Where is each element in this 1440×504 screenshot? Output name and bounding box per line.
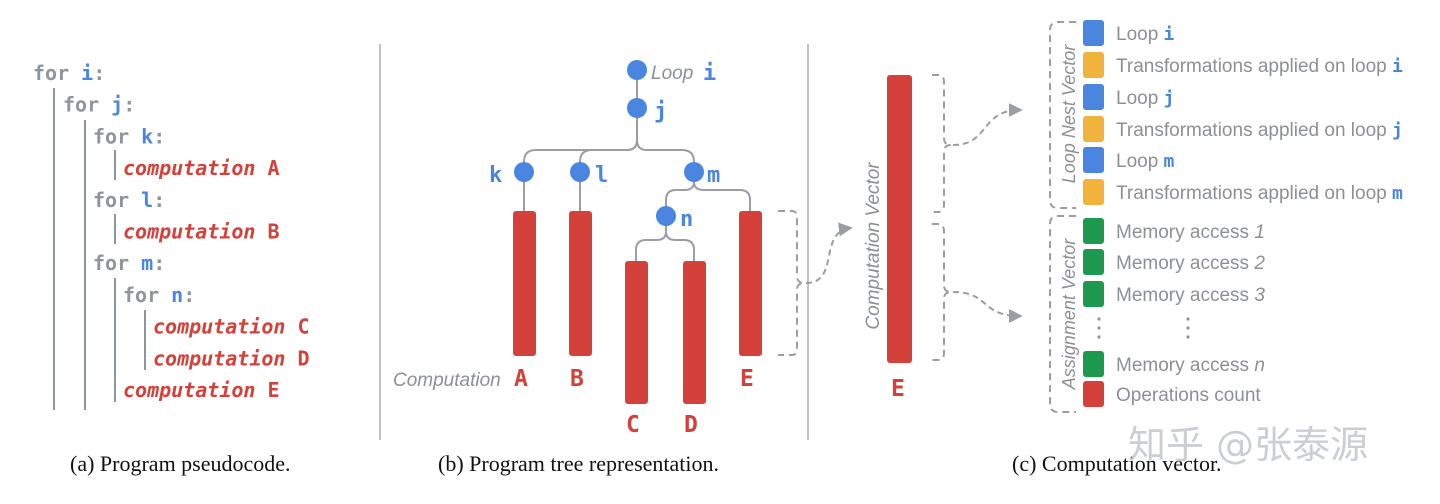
vector-cell — [1083, 84, 1104, 110]
node-label-n: n — [680, 207, 693, 232]
bracket-loop-nest-part — [932, 74, 952, 213]
vector-cell — [1083, 218, 1104, 244]
computation-bar-B — [569, 211, 592, 356]
computation-bar-D — [683, 261, 706, 404]
node-label-l: l — [595, 163, 608, 188]
vector-row-label: Memory access 2 — [1116, 253, 1265, 274]
code-line-for-m: for m: — [93, 251, 165, 275]
leaf-label-D: D — [684, 412, 698, 438]
loop-word-label: Loop — [651, 63, 693, 84]
node-label-k: k — [489, 163, 502, 188]
computation-bar-C — [625, 261, 648, 404]
vector-row-label: Operations count — [1116, 385, 1261, 406]
vector-row-label: Loop i — [1116, 24, 1175, 45]
vector-rows: Loop i Transformations applied on loop i L… — [1083, 20, 1403, 407]
vector-row-label: Loop m — [1116, 151, 1175, 172]
leaf-label-A: A — [514, 366, 528, 392]
leaf-label-C: C — [626, 412, 640, 438]
computation-bar-E — [739, 211, 762, 356]
leaf-label-B: B — [570, 366, 584, 392]
bracket-E — [778, 210, 805, 356]
code-line-for-j: for j: — [63, 93, 135, 117]
panel-computation-vector: Computation Vector E Loop Nest Vector As… — [863, 20, 1403, 413]
vector-cell — [1083, 116, 1104, 142]
vector-cell — [1083, 351, 1104, 377]
bracket-assignment-group — [1049, 215, 1076, 413]
vector-row-label: Memory access 3 — [1116, 285, 1265, 306]
vector-cell — [1083, 147, 1104, 173]
arrow-to-loop-nest — [952, 103, 1023, 146]
vector-cell — [1083, 179, 1104, 205]
loop-node-n — [656, 206, 676, 226]
vector-cell — [1083, 20, 1104, 46]
loop-node-m — [684, 162, 704, 182]
vector-cell — [1083, 381, 1104, 407]
computation-bar-A — [513, 211, 536, 356]
loop-nest-vector-label: Loop Nest Vector — [1059, 44, 1079, 183]
panel-pseudocode: for i: for j: for k: computation A for l: com… — [33, 61, 310, 410]
code-line-computation-E: computation E — [123, 378, 280, 402]
code-line-for-n: for n: — [123, 283, 195, 307]
caption-a: (a) Program pseudocode. — [70, 451, 291, 476]
node-label-j: j — [654, 99, 667, 124]
code-line-computation-A: computation A — [123, 156, 280, 180]
vector-cell — [1083, 281, 1104, 307]
tree-edge — [665, 231, 695, 262]
panel-program-tree: Loop i j k l m n Computation A B C D E — [393, 60, 853, 438]
vector-cell — [1083, 52, 1104, 78]
code-line-computation-D: computation D — [153, 346, 310, 370]
ellipsis-text: ⋮ — [1175, 312, 1201, 342]
computation-vector-bar-label: E — [891, 376, 905, 402]
watermark: 知乎 @张泰源 — [1128, 423, 1368, 467]
code-line-computation-C: computation C — [153, 315, 310, 339]
loop-node-i — [627, 60, 647, 80]
vector-row-label: Memory access n — [1116, 355, 1265, 376]
caption-c: (c) Computation vector. — [1012, 451, 1222, 476]
code-line-for-i: for i: — [33, 61, 105, 85]
loop-node-l — [570, 162, 590, 182]
code-line-computation-B: computation B — [123, 220, 280, 244]
vector-cell — [1083, 249, 1104, 275]
node-label-m: m — [707, 163, 720, 188]
vector-row-label: Memory access 1 — [1116, 222, 1265, 243]
vector-row-label: Transformations applied on loop i — [1116, 56, 1403, 77]
vector-row-label: Transformations applied on loop j — [1116, 120, 1403, 141]
computation-word-label: Computation — [393, 370, 501, 391]
vector-row-label: Loop j — [1116, 88, 1174, 109]
code-line-for-l: for l: — [93, 188, 165, 212]
computation-vector-side-label: Computation Vector — [863, 162, 884, 330]
caption-b: (b) Program tree representation. — [438, 451, 719, 476]
tree-edge — [579, 139, 638, 172]
computation-vector-bar — [887, 75, 912, 363]
code-line-for-k: for k: — [93, 124, 165, 148]
loop-node-j — [627, 98, 647, 118]
tree-edge — [693, 181, 751, 212]
bracket-assignment-part — [932, 223, 952, 361]
loop-node-k — [514, 162, 534, 182]
vector-row-label: Transformations applied on loop m — [1116, 183, 1403, 204]
assignment-vector-label: Assignment Vector — [1059, 238, 1079, 390]
leaf-label-E: E — [740, 366, 754, 392]
arrow-to-assignment — [952, 291, 1023, 323]
node-label-i: i — [703, 61, 716, 86]
ellipsis-squares: ⋮ — [1086, 312, 1112, 342]
arrow-to-vector — [805, 222, 853, 284]
bracket-loop-nest-group — [1049, 21, 1076, 209]
tree-edge — [636, 139, 695, 172]
